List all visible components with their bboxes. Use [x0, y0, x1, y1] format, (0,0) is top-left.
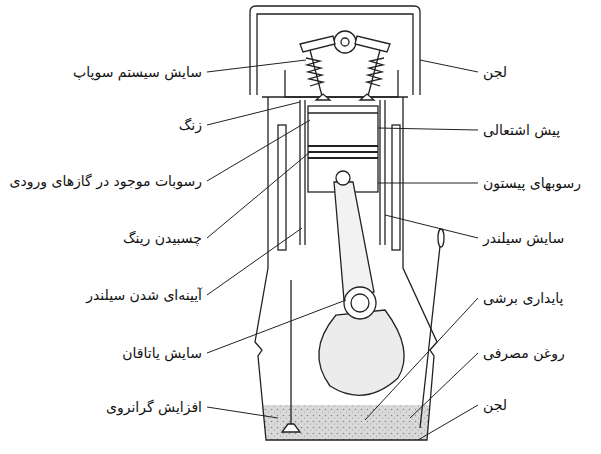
part-label: زنگ — [179, 117, 202, 134]
piston-pin — [336, 171, 350, 185]
water-jacket — [392, 125, 400, 250]
part-label: رسوبهای پیستون — [483, 175, 581, 192]
part-label: رسوبات موجود در گازهای ورودی — [10, 173, 203, 190]
valve-spring — [306, 58, 323, 86]
part-label: لجن — [483, 397, 507, 414]
part-label: لجن — [483, 64, 507, 81]
camshaft — [334, 31, 356, 53]
valve-spring — [367, 58, 384, 86]
bearing — [344, 287, 376, 319]
water-jacket — [278, 125, 286, 250]
leader-lines — [207, 60, 478, 440]
part-label: آیینه‌ای شدن سیلندر — [86, 287, 202, 304]
valve-cover-inner — [257, 14, 413, 95]
engine-block — [255, 97, 437, 440]
part-label: افزایش گرانروی — [106, 399, 202, 416]
engine-drawing — [250, 6, 444, 440]
part-label: پایداری برشی — [483, 290, 564, 307]
part-label: سایش یاتاقان — [122, 345, 202, 362]
crank-web — [319, 310, 404, 395]
part-label: پیش اشتعالی — [483, 122, 560, 139]
valve-cover — [250, 6, 420, 95]
rocker-arm — [355, 36, 390, 52]
connecting-rod — [334, 182, 374, 300]
dipstick — [420, 246, 440, 428]
oil — [262, 405, 430, 440]
part-label: چسبیدن رینگ — [123, 230, 202, 247]
piston — [308, 106, 378, 192]
part-label: سایش سیستم سوپاپ — [73, 64, 202, 81]
oil-pickup — [282, 424, 300, 432]
part-label: روغن مصرفی — [483, 345, 565, 362]
rocker-arm — [300, 36, 335, 52]
part-label: سایش سیلندر — [483, 230, 564, 247]
